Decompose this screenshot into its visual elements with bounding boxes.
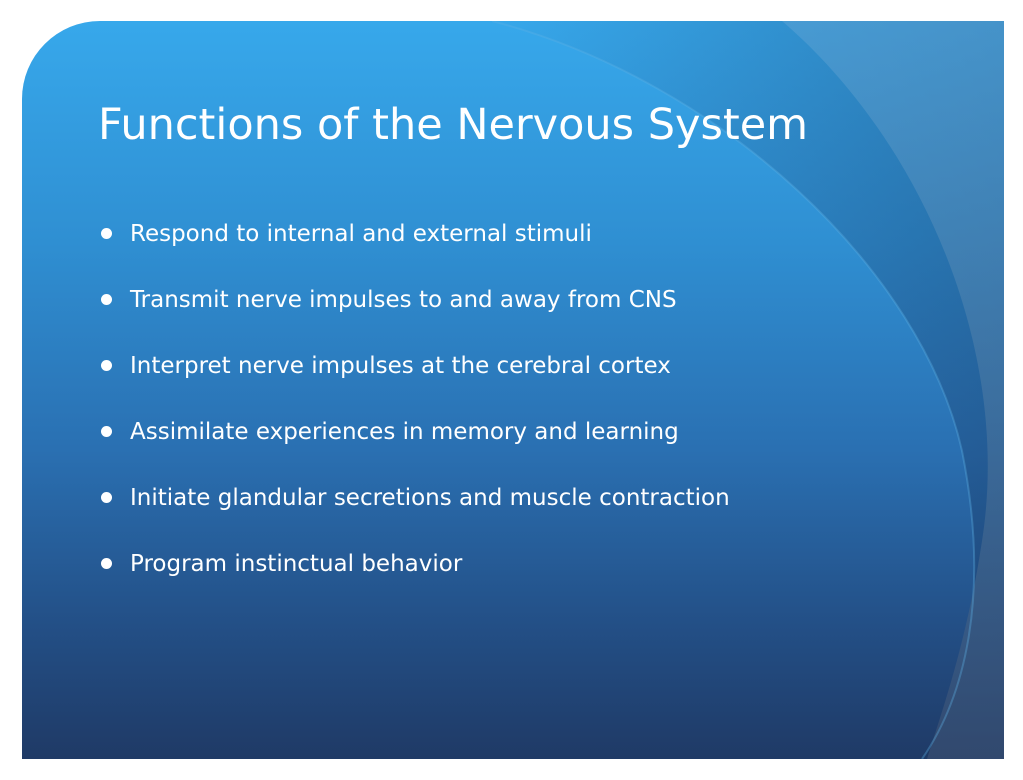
bullet-text: Program instinctual behavior [130,551,463,577]
bullet-dot-icon [101,426,112,437]
bullet-list: Respond to internal and external stimuli… [98,215,730,611]
list-item: Respond to internal and external stimuli [98,215,730,281]
bullet-dot-icon [101,558,112,569]
list-item: Interpret nerve impulses at the cerebral… [98,347,730,413]
bullet-dot-icon [101,360,112,371]
slide: Functions of the Nervous System Respond … [22,21,1004,759]
list-item: Assimilate experiences in memory and lea… [98,413,730,479]
bullet-text: Assimilate experiences in memory and lea… [130,419,679,445]
bullet-text: Respond to internal and external stimuli [130,221,592,247]
list-item: Program instinctual behavior [98,545,730,611]
list-item: Initiate glandular secretions and muscle… [98,479,730,545]
bullet-dot-icon [101,228,112,239]
list-item: Transmit nerve impulses to and away from… [98,281,730,347]
bullet-text: Transmit nerve impulses to and away from… [130,287,677,313]
slide-background-swoosh [491,21,1004,759]
bullet-dot-icon [101,492,112,503]
bullet-text: Initiate glandular secretions and muscle… [130,485,730,511]
bullet-text: Interpret nerve impulses at the cerebral… [130,353,671,379]
slide-title: Functions of the Nervous System [98,100,809,150]
bullet-dot-icon [101,294,112,305]
